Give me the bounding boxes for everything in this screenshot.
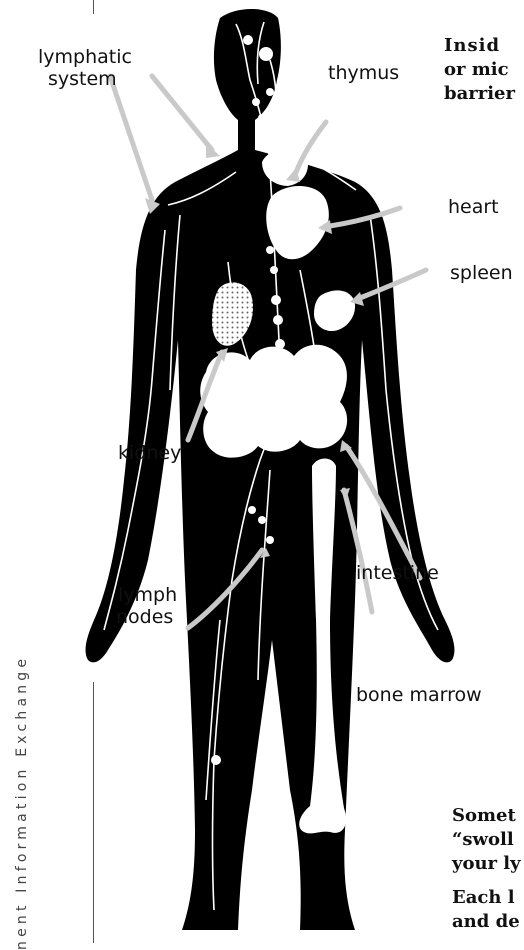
label-heart: heart xyxy=(448,196,499,218)
intestine xyxy=(200,345,347,458)
label-lymphatic-system-line1: lymphatic xyxy=(38,46,132,68)
label-intestine: intestine xyxy=(356,562,439,584)
text-fragment-bottom-3: your ly xyxy=(452,852,521,876)
text-fragment-bottom-1: Somet xyxy=(452,804,516,828)
label-lymph-nodes-line2: nodes xyxy=(116,606,173,628)
text-fragment-bottom-4: Each l xyxy=(452,886,515,910)
text-fragment-bottom-2: “swoll xyxy=(452,828,514,852)
label-bone-marrow: bone marrow xyxy=(356,684,482,706)
text-fragment-bottom-5: and de xyxy=(452,910,520,934)
label-kidney: kidney xyxy=(118,442,181,464)
text-fragment-top-1: Insid xyxy=(444,34,500,58)
text-fragment-top-2: or mic xyxy=(444,58,509,82)
label-lymphatic-system-line2: system xyxy=(48,68,117,90)
body-silhouette xyxy=(86,9,455,930)
label-lymph-nodes-line1: lymph xyxy=(118,584,177,606)
label-spleen: spleen xyxy=(450,262,513,284)
text-fragment-top-3: barrier xyxy=(444,82,515,106)
label-thymus: thymus xyxy=(328,62,399,84)
